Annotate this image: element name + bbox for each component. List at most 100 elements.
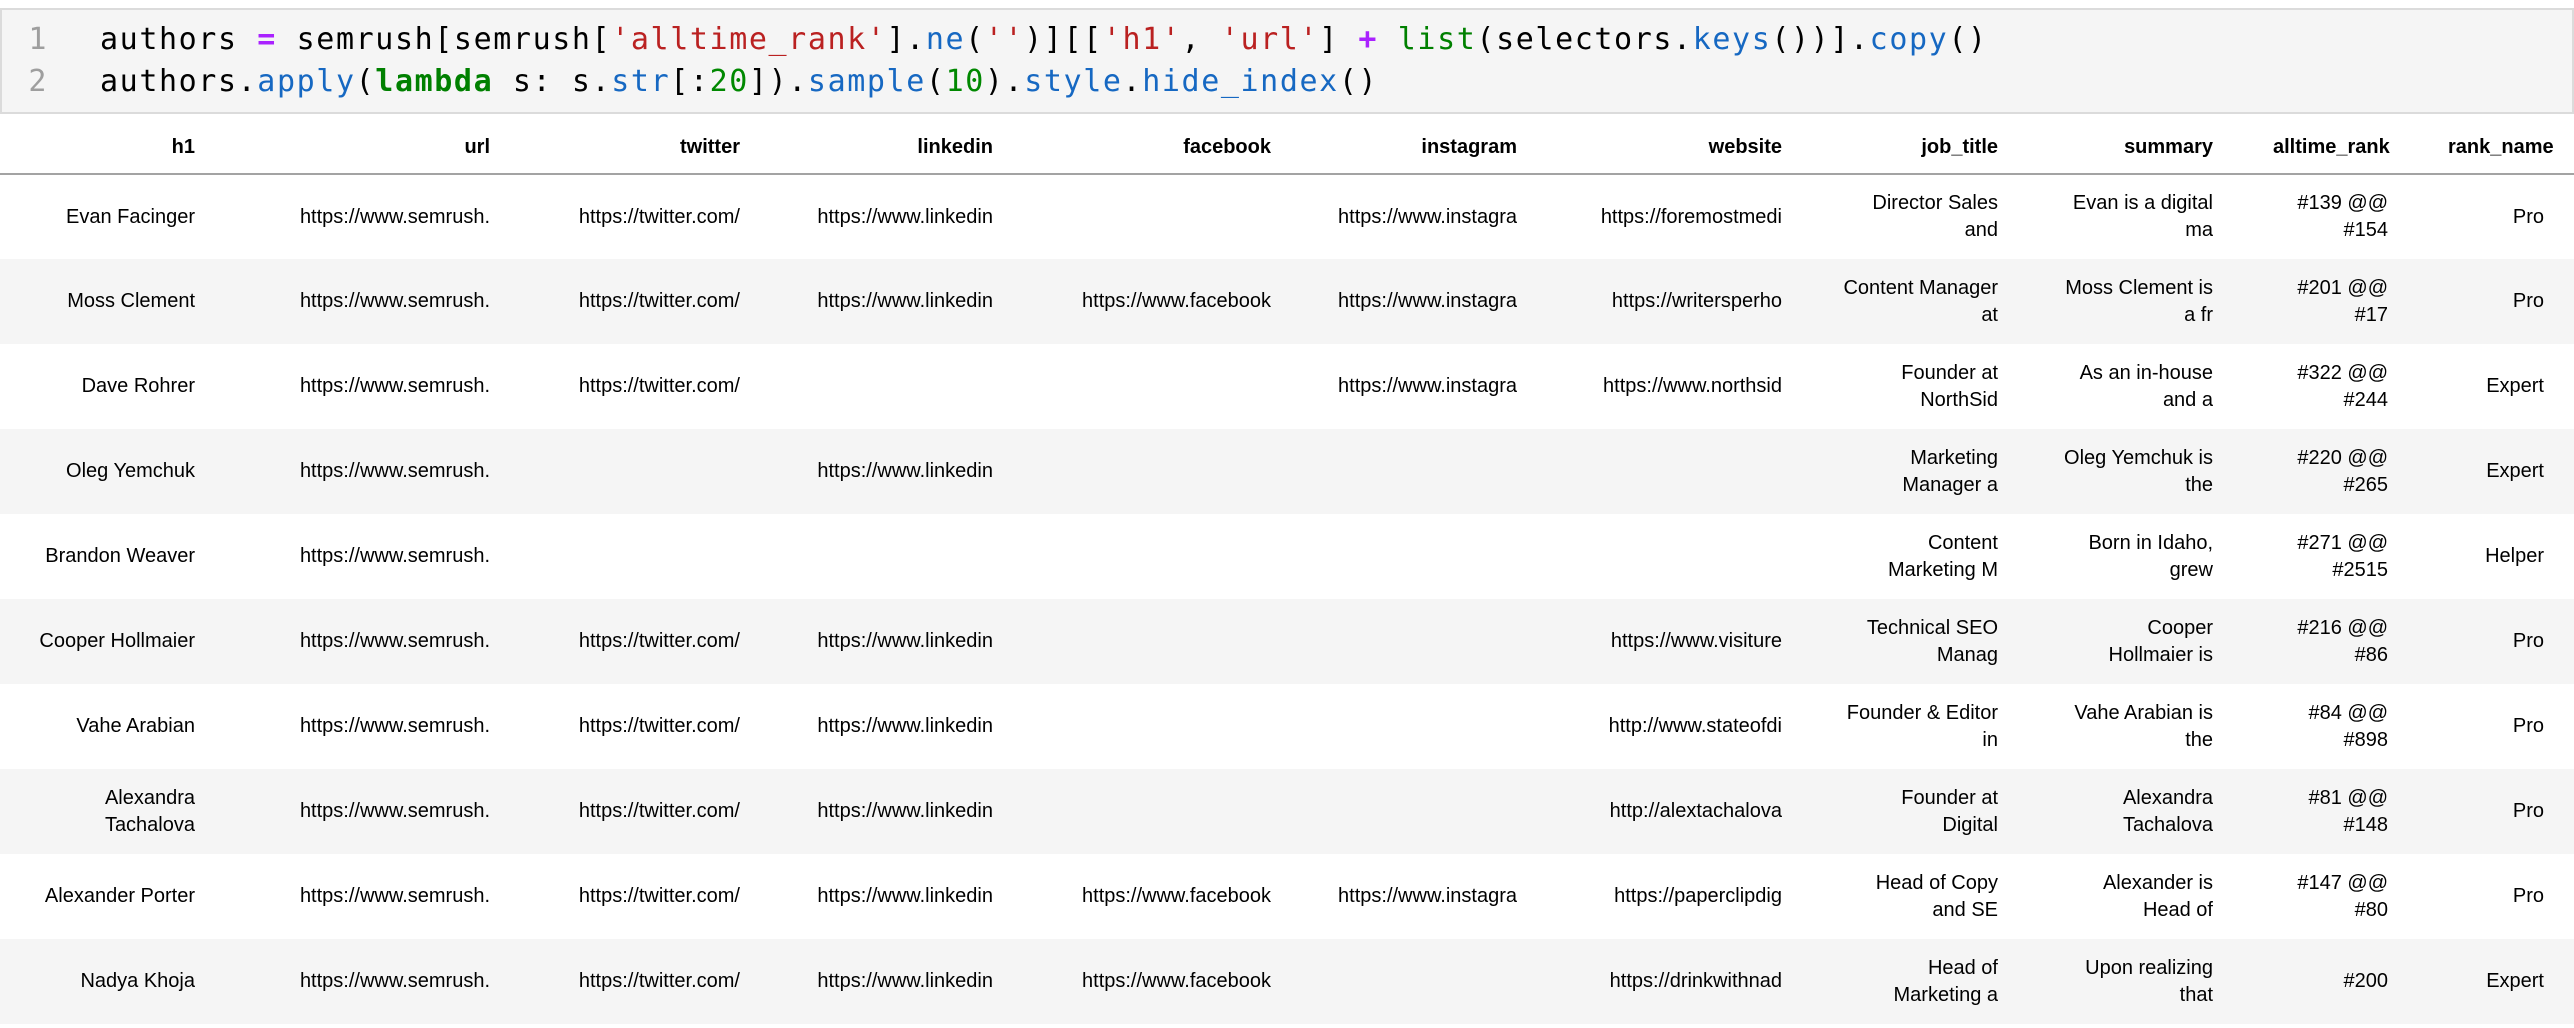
table-cell-url: https://www.semrush. xyxy=(299,375,490,397)
table-cell-website xyxy=(1547,429,1812,514)
table-cell-website xyxy=(1547,514,1812,599)
table-cell-job_title: Content Manager at xyxy=(1843,276,1998,326)
table-cell-website: http://www.stateofdi xyxy=(1608,715,1782,737)
table-cell-url: https://www.semrush. xyxy=(299,800,490,822)
table-cell-twitter xyxy=(520,429,770,514)
column-header-url: url xyxy=(225,122,520,175)
table-cell-facebook xyxy=(1023,429,1301,514)
table-cell-rank_name: Pro xyxy=(2512,630,2544,652)
code-token-prop: sample xyxy=(807,64,926,99)
column-header-website: website xyxy=(1547,122,1812,175)
table-cell-linkedin xyxy=(770,344,1023,429)
table-cell-website: https://www.visiture xyxy=(1610,630,1782,652)
column-header-summary: summary xyxy=(2028,122,2243,175)
table-cell-website: https://www.northsid xyxy=(1603,375,1782,397)
line-number: 2 xyxy=(28,64,48,99)
column-header-alltime_rank: alltime_rank xyxy=(2243,122,2418,175)
column-header-rank_name: rank_name xyxy=(2418,122,2574,175)
table-cell-h1: Brandon Weaver xyxy=(45,545,195,567)
code-token-plain: , xyxy=(1181,22,1221,57)
table-cell-h1: Moss Clement xyxy=(67,290,195,312)
code-token-kw: lambda xyxy=(375,64,494,99)
column-header-linkedin: linkedin xyxy=(770,122,1023,175)
table-cell-alltime_rank: #201 @@ #17 xyxy=(2297,276,2388,326)
code-editor[interactable]: authors = semrush[semrush['alltime_rank'… xyxy=(48,19,2572,103)
table-cell-summary: Moss Clement is a fr xyxy=(2065,276,2213,326)
table-cell-summary: As an in-house and a xyxy=(2079,361,2213,411)
code-token-op: + xyxy=(1358,22,1379,57)
table-cell-summary: Upon realizing that xyxy=(2085,956,2213,1006)
table-cell-linkedin: https://www.linkedin xyxy=(817,460,993,482)
code-token-op: = xyxy=(257,22,277,57)
column-header-facebook: facebook xyxy=(1023,122,1301,175)
code-token-plain: authors. xyxy=(100,64,258,99)
table-cell-job_title: Content Marketing M xyxy=(1887,531,1998,581)
table-cell-linkedin: https://www.linkedin xyxy=(817,970,993,992)
table-cell-summary: Oleg Yemchuk is the xyxy=(2064,446,2213,496)
code-token-plain: s: s. xyxy=(493,64,612,99)
table-cell-rank_name: Pro xyxy=(2512,290,2544,312)
table-cell-url: https://www.semrush. xyxy=(299,290,490,312)
table-cell-instagram xyxy=(1301,599,1547,684)
table-cell-job_title: Founder & Editor in xyxy=(1846,701,1998,751)
code-token-plain: semrush[semrush[ xyxy=(276,22,612,57)
table-cell-instagram xyxy=(1301,939,1547,1024)
table-cell-twitter: https://twitter.com/ xyxy=(578,205,740,228)
table-cell-twitter: https://twitter.com/ xyxy=(578,290,740,312)
table-row: Moss Clement https://www.semrush. https://… xyxy=(0,259,2574,344)
table-cell-facebook xyxy=(1023,684,1301,769)
code-token-plain: . xyxy=(1122,64,1143,99)
table-cell-url: https://www.semrush. xyxy=(299,970,490,992)
table-cell-job_title: Founder at NorthSid xyxy=(1901,361,1998,411)
table-cell-url: https://www.semrush. xyxy=(299,715,490,737)
code-token-plain: ( xyxy=(925,64,946,99)
table-cell-job_title: Marketing Manager a xyxy=(1902,446,1998,496)
code-token-plain: ( xyxy=(965,22,985,57)
table-cell-instagram xyxy=(1301,684,1547,769)
table-cell-twitter: https://twitter.com/ xyxy=(578,970,740,992)
table-cell-instagram: https://www.instagra xyxy=(1338,205,1517,228)
table-cell-website: https://drinkwithnad xyxy=(1609,970,1782,992)
code-token-plain: () xyxy=(1338,64,1379,99)
table-cell-url: https://www.semrush. xyxy=(299,630,490,652)
table-cell-h1: Dave Rohrer xyxy=(81,375,195,397)
table-cell-h1: Cooper Hollmaier xyxy=(39,630,195,652)
code-token-prop: style xyxy=(1024,64,1123,99)
code-token-plain: ]. xyxy=(886,22,926,57)
code-token-num: 10 xyxy=(945,64,985,99)
table-cell-summary: Evan is a digital ma xyxy=(2072,192,2213,241)
table-cell-linkedin: https://www.linkedin xyxy=(817,290,993,312)
table-cell-linkedin: https://www.linkedin xyxy=(817,800,993,822)
table-cell-linkedin: https://www.linkedin xyxy=(817,885,993,907)
table-cell-alltime_rank: #139 @@ #154 xyxy=(2297,192,2388,241)
table-cell-alltime_rank: #322 @@ #244 xyxy=(2297,361,2388,411)
table-cell-instagram xyxy=(1301,429,1547,514)
code-line[interactable]: authors.apply(lambda s: s.str[:20]).samp… xyxy=(100,61,2572,103)
table-cell-h1: Oleg Yemchuk xyxy=(66,460,195,482)
table-cell-instagram xyxy=(1301,769,1547,854)
code-token-plain: ] xyxy=(1319,22,1359,57)
code-token-str: 'alltime_rank' xyxy=(611,22,887,57)
column-header-twitter: twitter xyxy=(520,122,770,175)
code-line[interactable]: authors = semrush[semrush['alltime_rank'… xyxy=(100,19,2572,61)
table-cell-job_title: Founder at Digital xyxy=(1901,786,1998,836)
table-cell-website: https://paperclipdig xyxy=(1614,885,1782,907)
table-cell-linkedin: https://www.linkedin xyxy=(817,715,993,737)
table-cell-h1: Alexandra Tachalova xyxy=(104,786,195,836)
table-cell-instagram: https://www.instagra xyxy=(1338,885,1517,907)
table-cell-summary: Alexandra Tachalova xyxy=(2122,786,2213,836)
table-cell-h1: Evan Facinger xyxy=(66,205,195,228)
table-cell-h1: Nadya Khoja xyxy=(80,970,195,992)
code-token-plain: ]). xyxy=(748,64,808,99)
table-cell-summary: Vahe Arabian is the xyxy=(2074,701,2213,751)
code-token-prop: ne xyxy=(925,22,966,57)
table-cell-alltime_rank: #147 @@ #80 xyxy=(2297,871,2388,921)
table-cell-facebook xyxy=(1023,344,1301,429)
table-cell-twitter: https://twitter.com/ xyxy=(578,630,740,652)
table-cell-summary: Cooper Hollmaier is xyxy=(2108,616,2213,666)
table-cell-rank_name: Pro xyxy=(2512,205,2544,228)
